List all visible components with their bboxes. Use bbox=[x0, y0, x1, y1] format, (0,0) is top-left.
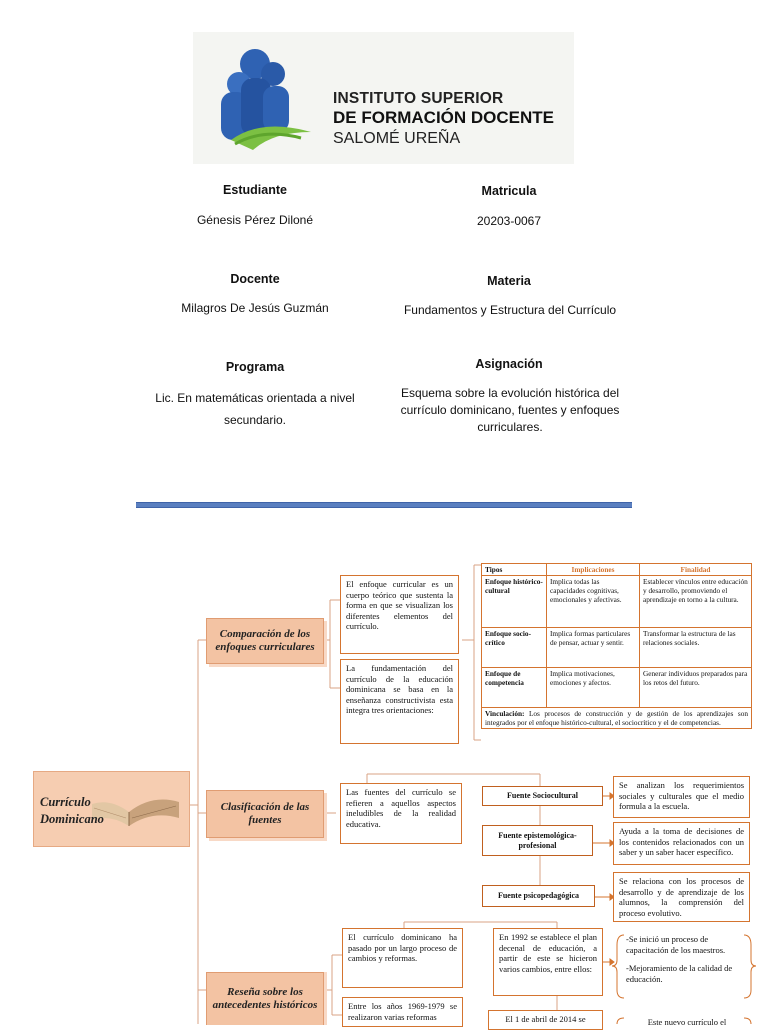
table-cell: Enfoque socio-crítico bbox=[482, 628, 547, 668]
abril-2014-text: El 1 de abril de 2014 se bbox=[488, 1010, 603, 1030]
fuente-psicopedagogica-desc: Se relaciona con los procesos de desarro… bbox=[613, 872, 750, 922]
enfoque-definition: El enfoque curricular es un cuerpo teóri… bbox=[340, 575, 459, 654]
table-cell: Implica formas particulares de pensar, a… bbox=[547, 628, 640, 668]
table-cell: Generar individuos preparados para los r… bbox=[640, 668, 752, 708]
fuente-psicopedagogica: Fuente psicopedagógica bbox=[482, 885, 595, 907]
plan-decenal-bullets: -Se inició un proceso de capacitación de… bbox=[626, 934, 748, 984]
bullet-calidad: -Mejoramiento de la calidad de educación… bbox=[626, 963, 748, 984]
nuevo-curriculo-partial: Este nuevo currículo el bbox=[626, 1017, 748, 1028]
root-node: Currículo Dominicano bbox=[33, 771, 190, 847]
fuente-sociocultural: Fuente Sociocultural bbox=[482, 786, 603, 806]
branch-clasificacion: Clasificación de las fuentes bbox=[206, 790, 324, 838]
table-header: Tipos bbox=[482, 564, 547, 576]
fundamentacion-text: La fundamentación del currículo de la ed… bbox=[340, 659, 459, 744]
vinculacion-row: Vinculación: Los procesos de construcció… bbox=[482, 708, 752, 729]
enfoques-table: Tipos Implicaciones Finalidad Enfoque hi… bbox=[481, 563, 752, 729]
table-header: Finalidad bbox=[640, 564, 752, 576]
fuente-sociocultural-desc: Se analizan los requerimientos sociales … bbox=[613, 776, 750, 818]
bullet-capacitacion: -Se inició un proceso de capacitación de… bbox=[626, 934, 748, 955]
reformas-text: Entre los años 1969-1979 se realizaron v… bbox=[342, 997, 463, 1027]
plan-decenal-text: En 1992 se establece el plan decenal de … bbox=[493, 928, 603, 996]
table-cell: Implica motivaciones, emociones y afecto… bbox=[547, 668, 640, 708]
table-cell: Implica todas las capacidades cognitivas… bbox=[547, 576, 640, 628]
table-cell: Establecer vínculos entre educación y de… bbox=[640, 576, 752, 628]
resena-text: El currículo dominicano ha pasado por un… bbox=[342, 928, 463, 988]
branch-comparacion: Comparación de los enfoques curriculares bbox=[206, 618, 324, 664]
branch-resena: Reseña sobre los antecedentes históricos bbox=[206, 972, 324, 1025]
table-cell: Enfoque histórico-cultural bbox=[482, 576, 547, 628]
table-cell: Transformar la estructura de las relacio… bbox=[640, 628, 752, 668]
fuente-epistemologica-desc: Ayuda a la toma de decisiones de los con… bbox=[613, 822, 750, 865]
table-cell: Enfoque de competencia bbox=[482, 668, 547, 708]
fuente-epistemologica: Fuente epistemológica-profesional bbox=[482, 825, 593, 856]
table-header: Implicaciones bbox=[547, 564, 640, 576]
root-title: Currículo Dominicano bbox=[40, 794, 140, 828]
fuentes-definition: Las fuentes del currículo se refieren a … bbox=[340, 783, 462, 844]
